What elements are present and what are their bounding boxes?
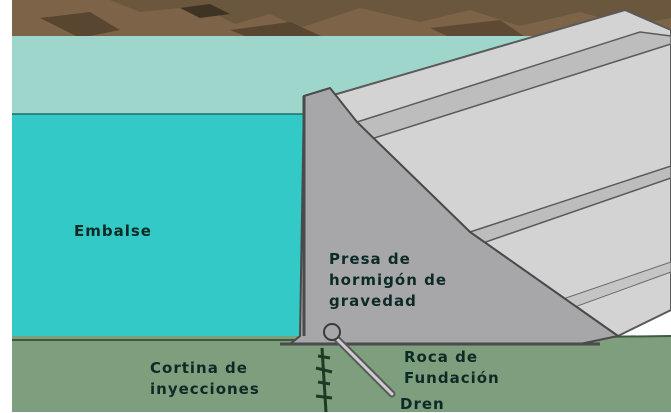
label-foundation-rock: Roca de Fundación (404, 348, 500, 387)
label-drain: Dren (400, 395, 445, 413)
grout-curtain (315, 347, 333, 412)
foundation-ground (12, 336, 671, 412)
drain (323, 323, 396, 398)
label-dam: Presa de hormigón de gravedad (329, 250, 448, 310)
reservoir-water (12, 114, 304, 340)
dam-cross-section (287, 86, 621, 345)
label-grout-curtain: Cortina de inyecciones (150, 359, 260, 398)
label-reservoir: Embalse (74, 222, 152, 240)
